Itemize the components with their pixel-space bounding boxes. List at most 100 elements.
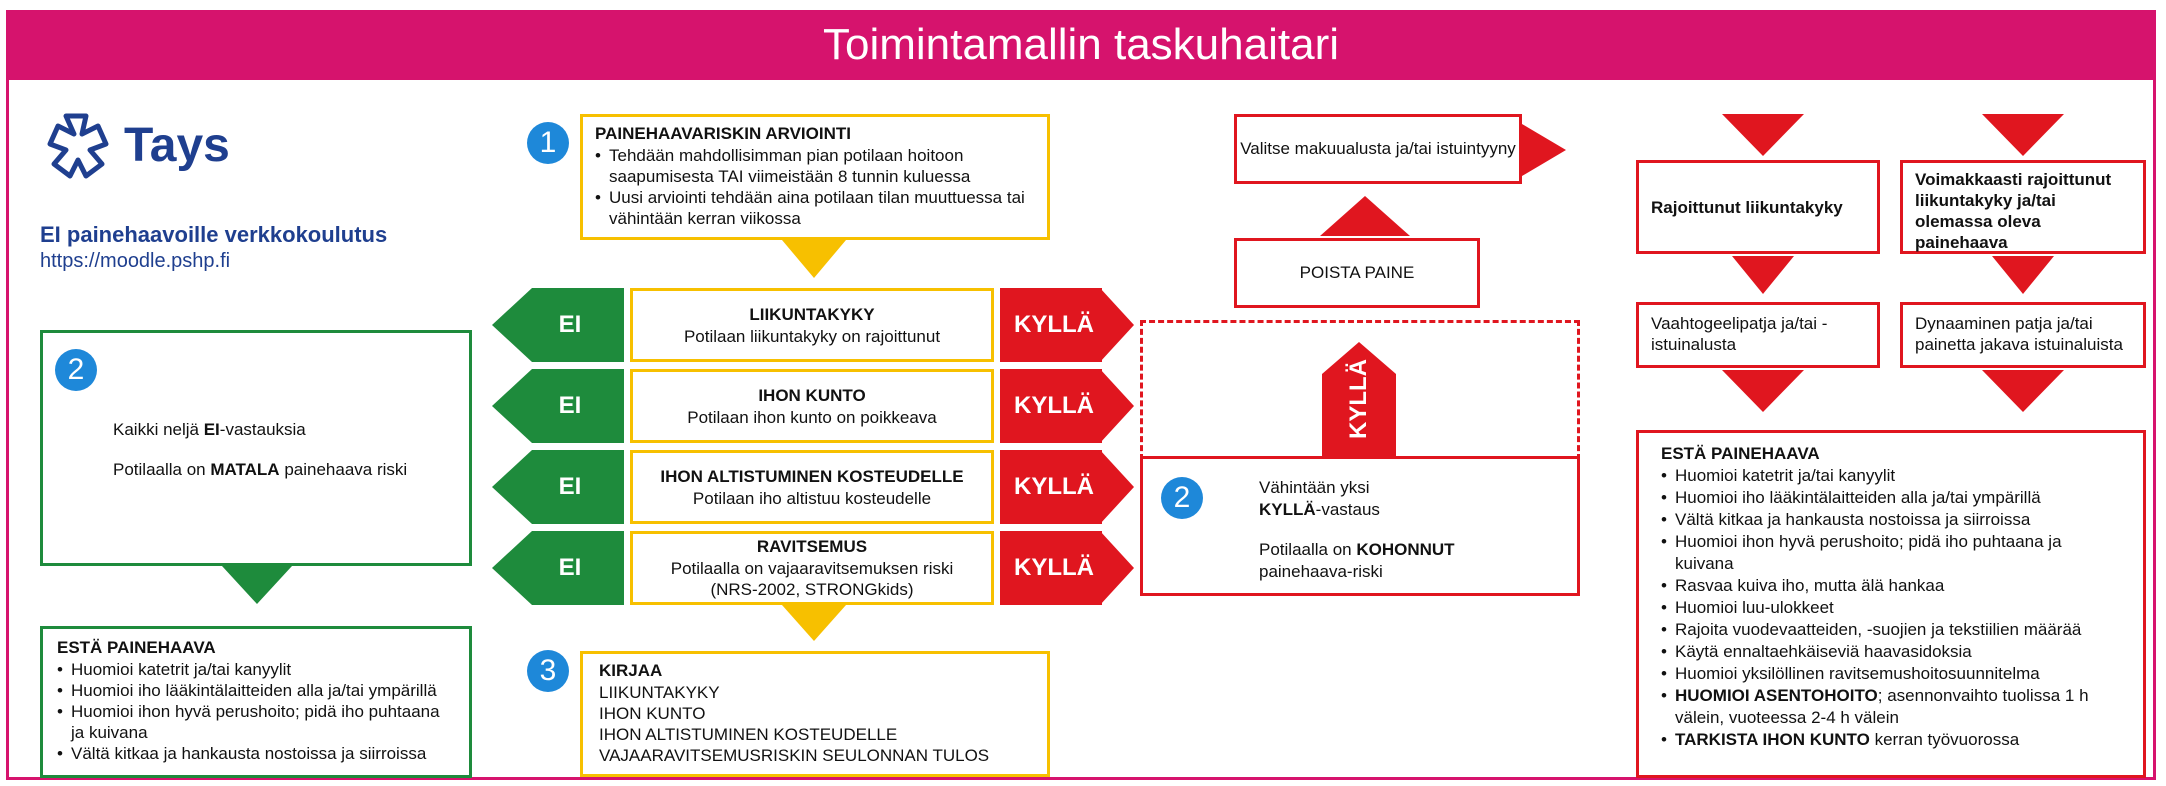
- risk-assessment-heading: PAINEHAAVARISKIN ARVIOINTI: [595, 124, 851, 143]
- list-item: Uusi arviointi tehdään aina potilaan til…: [595, 187, 1035, 229]
- arrow-down-icon: [782, 605, 846, 641]
- dotted-box: [1140, 320, 1580, 460]
- arrow-down-icon: [1722, 114, 1804, 156]
- ei-label: EI: [540, 369, 600, 443]
- list-item: Käytä ennaltaehkäiseviä haavasidoksia: [1661, 641, 2121, 663]
- page-title: Toimintamallin taskuhaitari: [6, 10, 2156, 80]
- criterion-box-kosteus: IHON ALTISTUMINEN KOSTEUDELLE Potilaan i…: [630, 450, 994, 524]
- criterion-box-ihon-kunto: IHON KUNTO Potilaan ihon kunto on poikke…: [630, 369, 994, 443]
- text: Potilaalla on: [1259, 540, 1357, 559]
- arrow-up-icon: [1320, 196, 1410, 236]
- kylla-label: KYLLÄ: [1006, 288, 1102, 362]
- arrow-down-icon: [1722, 370, 1804, 412]
- list-item: HUOMIOI ASENTOHOITO; asennonvaihto tuoli…: [1661, 685, 2121, 729]
- list-item: LIIKUNTAKYKY: [599, 683, 720, 702]
- prevent-right-list: Huomioi katetrit ja/tai kanyylit Huomioi…: [1661, 465, 2121, 751]
- text: Potilaalla on KOHONNUT: [1259, 539, 1455, 561]
- list-item: Vältä kitkaa ja hankausta nostoissa ja s…: [1661, 509, 2121, 531]
- list-item: Huomioi yksilöllinen ravitsemushoitosuun…: [1661, 663, 2121, 685]
- step-2-badge: 2: [1161, 477, 1203, 519]
- text: KOHONNUT: [1356, 540, 1455, 559]
- course-title: EI painehaavoille verkkokoulutus: [40, 222, 388, 247]
- criterion-box-liikuntakyky: LIIKUNTAKYKY Potilaan liikuntakyky on ra…: [630, 288, 994, 362]
- criterion-text: Potilaan ihon kunto on poikkeava: [687, 407, 937, 427]
- criterion-text: Potilaalla on vajaaravitsemuksen riski: [670, 559, 954, 578]
- criterion-text: Potilaan iho altistuu kosteudelle: [692, 488, 932, 508]
- text: MATALA: [210, 460, 280, 479]
- text: Kaikki neljä: [113, 420, 204, 439]
- criterion-box-ravitsemus: RAVITSEMUS Potilaalla on vajaaravitsemuk…: [630, 531, 994, 605]
- low-risk-line-1: Kaikki neljä EI-vastauksia: [113, 419, 306, 441]
- list-item: Huomioi iho lääkintälaitteiden alla ja/t…: [1661, 487, 2121, 509]
- criterion-title: IHON KUNTO: [758, 385, 866, 405]
- text: kerran työvuorossa: [1869, 730, 2020, 749]
- criterion-text: Potilaan liikuntakyky on rajoittunut: [683, 326, 941, 346]
- high-risk-text: Vähintään yksi KYLLÄ-vastaus Potilaalla …: [1259, 477, 1455, 583]
- arrow-down-icon: [782, 240, 846, 278]
- text: painehaava-riski: [1259, 562, 1383, 581]
- text: painehaava riski: [279, 460, 408, 479]
- valitse-box: Valitse makuualusta ja/tai istuintyyny: [1234, 114, 1522, 184]
- text: HUOMIOI ASENTOHOITO: [1675, 686, 1878, 705]
- kirjaa-heading: KIRJAA: [599, 661, 663, 680]
- list-item: Rajoita vuodevaatteiden, -suojien ja tek…: [1661, 619, 2121, 641]
- list-item: IHON KUNTO: [599, 704, 706, 723]
- high-risk-box: 2 Vähintään yksi KYLLÄ-vastaus Potilaall…: [1140, 456, 1580, 596]
- text: ; asennonvaihto tuolissa 1 h välein, vuo…: [1675, 686, 2089, 727]
- text: Potilaalla on: [113, 460, 211, 479]
- text: KYLLÄ: [1259, 500, 1316, 519]
- step-1-badge: 1: [527, 122, 569, 164]
- dynamic-mattress-box: Dynaaminen patja ja/tai painetta jakava …: [1900, 302, 2146, 368]
- text: -vastauksia: [219, 420, 306, 439]
- prevent-left-list: Huomioi katetrit ja/tai kanyylit Huomioi…: [57, 659, 455, 764]
- criterion-title: RAVITSEMUS: [756, 537, 868, 556]
- text: EI: [203, 420, 220, 439]
- prevent-left-box: ESTÄ PAINEHAAVA Huomioi katetrit ja/tai …: [40, 626, 472, 778]
- kylla-vertical-label: KYLLÄ: [1345, 359, 1372, 439]
- low-risk-line-2: Potilaalla on MATALA painehaava riski: [113, 459, 407, 481]
- list-item: Huomioi ihon hyvä perushoito; pidä iho p…: [1661, 531, 2121, 575]
- list-item: Huomioi luu-ulokkeet: [1661, 597, 2121, 619]
- prevent-left-heading: ESTÄ PAINEHAAVA: [57, 638, 216, 657]
- arrow-down-icon: [1982, 114, 2064, 156]
- arrow-right-icon: [1522, 124, 1566, 176]
- text: Vähintään yksi: [1259, 478, 1370, 497]
- arrow-down-icon: [1992, 256, 2054, 294]
- course-url[interactable]: https://moodle.pshp.fi: [40, 250, 231, 272]
- step-3-badge: 3: [527, 650, 569, 692]
- tays-logo-icon: [47, 113, 109, 179]
- low-risk-box: 2 Kaikki neljä EI-vastauksia Potilaalla …: [40, 330, 472, 566]
- text: TARKISTA IHON KUNTO: [1675, 730, 1870, 749]
- list-item: IHON ALTISTUMINEN KOSTEUDELLE: [599, 725, 898, 744]
- arrow-down-icon: [222, 566, 292, 604]
- prevent-right-heading: ESTÄ PAINEHAAVA: [1661, 444, 1820, 463]
- criterion-title: LIIKUNTAKYKY: [749, 304, 875, 324]
- list-item: Huomioi katetrit ja/tai kanyylit: [1661, 465, 2121, 487]
- list-item: Huomioi katetrit ja/tai kanyylit: [57, 659, 455, 680]
- arrow-down-icon: [1982, 370, 2064, 412]
- step-2-badge: 2: [55, 349, 97, 391]
- kylla-label: KYLLÄ: [1006, 531, 1102, 605]
- limited-mobility-box: Rajoittunut liikuntakyky: [1636, 160, 1880, 254]
- list-item: Huomioi iho lääkintälaitteiden alla ja/t…: [57, 680, 455, 701]
- kylla-label: KYLLÄ: [1006, 450, 1102, 524]
- list-item: Vältä kitkaa ja hankausta nostoissa ja s…: [57, 743, 455, 764]
- criterion-text-2: (NRS-2002, STRONGkids): [710, 580, 914, 599]
- list-item: Rasvaa kuiva iho, mutta älä hankaa: [1661, 575, 2121, 597]
- ei-label: EI: [540, 450, 600, 524]
- risk-assessment-list: Tehdään mahdollisimman pian potilaan hoi…: [595, 145, 1035, 229]
- text: KYLLÄ-vastaus: [1259, 499, 1455, 521]
- arrow-down-icon: [1732, 256, 1794, 294]
- kylla-vertical-wrap: KYLLÄ: [1322, 342, 1396, 456]
- ei-label: EI: [540, 288, 600, 362]
- kylla-label: KYLLÄ: [1006, 369, 1102, 443]
- criterion-title: IHON ALTISTUMINEN KOSTEUDELLE: [660, 466, 964, 486]
- foam-mattress-box: Vaahtogeelipatja ja/tai -istuinalusta: [1636, 302, 1880, 368]
- list-item: Tehdään mahdollisimman pian potilaan hoi…: [595, 145, 1035, 187]
- kylla-up-arrow-shape: [1322, 342, 1396, 456]
- list-item: TARKISTA IHON KUNTO kerran työvuorossa: [1661, 729, 2121, 751]
- text: -vastaus: [1315, 500, 1380, 519]
- severe-mobility-box: Voimakkaasti rajoittunut liikuntakyky ja…: [1900, 160, 2146, 254]
- prevent-right-box: ESTÄ PAINEHAAVA Huomioi katetrit ja/tai …: [1636, 430, 2146, 778]
- logo-name: Tays: [124, 119, 230, 172]
